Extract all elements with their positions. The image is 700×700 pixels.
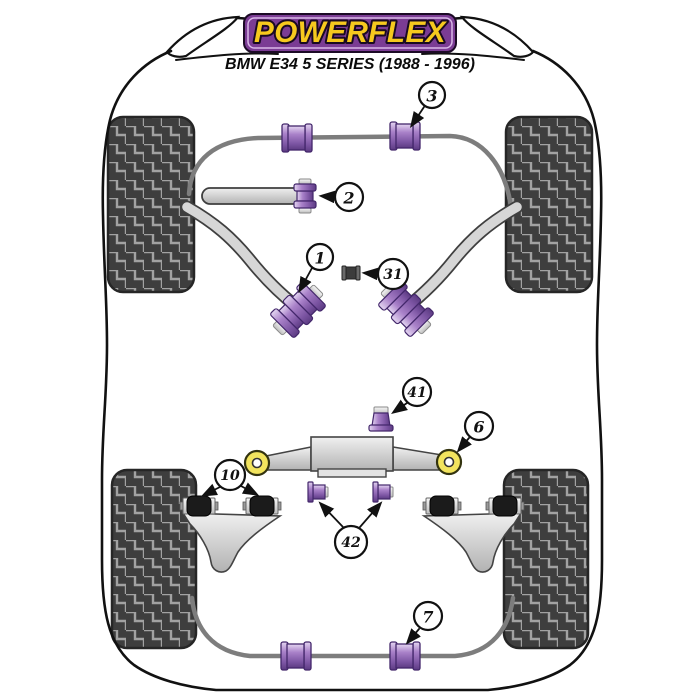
- bushing-10-left-outer: [179, 495, 219, 517]
- front-anti-roll-bar: [186, 133, 514, 210]
- tire-rear-left: [110, 468, 198, 650]
- bushing-31: [341, 265, 361, 281]
- callout-7-arrow: [405, 628, 421, 645]
- tires: [106, 115, 594, 650]
- rear-subframe-block: [310, 436, 394, 472]
- left-mirror-outline: [165, 15, 241, 58]
- rear-trailing-arm-right: [421, 512, 523, 573]
- callout-42-arrow-left: [318, 501, 344, 528]
- right-mirror-outline: [459, 15, 535, 58]
- callout-7-label: 7: [422, 608, 433, 627]
- callout-10-label: 10: [220, 468, 240, 484]
- callout-42-label: 42: [341, 535, 361, 551]
- logo-inner-border: [247, 17, 453, 49]
- callout-3-circle: [417, 80, 447, 110]
- powerflex-logo: POWERFLEX: [243, 13, 457, 53]
- rear-subframe-lip: [317, 468, 387, 478]
- bushing-7-right: [389, 641, 421, 671]
- callout-6-arrow: [456, 436, 472, 453]
- bushing-10-right-outer: [485, 495, 525, 517]
- callout-31-label: 31: [383, 267, 402, 283]
- front-caster-arm: [201, 187, 305, 205]
- bushing-41: [368, 406, 394, 432]
- model-title: BMW E34 5 SERIES (1988 - 1996): [225, 56, 475, 73]
- bushing-2: [293, 178, 317, 214]
- front-control-arm-left: [180, 200, 304, 314]
- rear-subframe: [243, 436, 463, 478]
- car-body-outline: [100, 49, 604, 692]
- callout-31-circle: [376, 257, 410, 291]
- callouts: 3 2 1 31 41 6: [200, 80, 495, 645]
- callout-41-label: 41: [407, 385, 426, 401]
- callout-6-label: 6: [473, 418, 484, 437]
- callout-10-arrow-right: [240, 482, 260, 496]
- bushing-6-right: [435, 448, 463, 476]
- callout-41-arrow: [391, 399, 408, 415]
- logo-text: POWERFLEX: [254, 16, 447, 49]
- bushing-6-left: [243, 449, 271, 477]
- callout-42-circle: [333, 524, 369, 560]
- callout-1-arrow: [298, 267, 313, 294]
- callout-6: 6: [456, 410, 495, 453]
- callout-6-circle: [463, 410, 495, 442]
- rear-subframe-arm-left: [265, 446, 312, 471]
- callout-41-circle: [401, 376, 433, 408]
- callout-31-arrow: [361, 267, 379, 281]
- fender-crease-left: [175, 52, 279, 61]
- front-control-arm-left-face: [182, 202, 302, 312]
- callout-10: 10: [200, 458, 260, 497]
- callout-42-arrow-right: [359, 501, 383, 528]
- callout-1: 1: [298, 242, 335, 294]
- callout-7: 7: [405, 600, 444, 645]
- callout-2: 2: [318, 181, 365, 213]
- tire-front-right: [504, 115, 594, 294]
- callout-3: 3: [410, 80, 447, 128]
- rear-trailing-arm-left: [181, 512, 283, 573]
- bushing-3-right: [389, 121, 421, 151]
- rear-subframe-arm-right: [392, 446, 443, 471]
- callout-3-label: 3: [426, 87, 437, 106]
- callout-31: 31: [361, 257, 410, 291]
- callout-1-circle: [305, 242, 335, 272]
- callout-7-circle: [412, 600, 444, 632]
- callout-3-arrow: [410, 106, 425, 128]
- rear-anti-roll-bar: [189, 595, 516, 659]
- bushing-10-right-inner: [422, 495, 462, 517]
- fender-crease-right: [421, 52, 525, 61]
- callout-2-label: 2: [342, 189, 354, 208]
- rear-suspension: [179, 406, 525, 671]
- callout-2-arrow: [318, 190, 336, 204]
- front-control-arm-right-face: [402, 202, 522, 312]
- front-suspension: [180, 121, 524, 344]
- logo-background: [243, 13, 457, 53]
- callout-10-circle: [213, 458, 247, 492]
- callout-1-label: 1: [314, 249, 325, 268]
- front-control-arm-right: [400, 200, 524, 314]
- callout-42: 42: [318, 501, 383, 560]
- callout-10-arrow-left: [200, 483, 221, 497]
- callout-41: 41: [391, 376, 433, 415]
- bushing-7-left: [280, 641, 312, 671]
- tire-rear-right: [502, 468, 590, 650]
- bushing-42-left: [307, 481, 329, 503]
- callout-2-circle: [333, 181, 365, 213]
- bushing-42-right: [372, 481, 394, 503]
- bushing-3-left: [281, 123, 313, 153]
- bushing-10-left-inner: [242, 495, 282, 517]
